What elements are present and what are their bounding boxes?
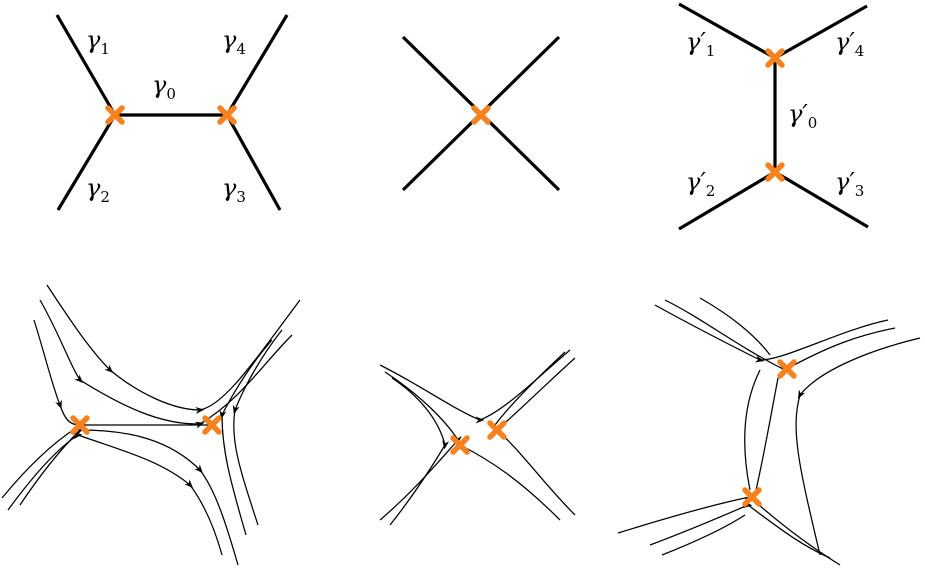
flow-line — [493, 357, 576, 516]
flow-line — [46, 284, 301, 414]
label-gamma1-prime: γ′1 — [686, 28, 715, 60]
branch-point-marker — [765, 162, 785, 182]
graph-right: γ′1 γ′4 γ′0 γ′2 γ′3 — [678, 2, 869, 231]
flow-line — [7, 432, 223, 556]
edge-gamma4 — [225, 14, 289, 116]
flow-right — [617, 297, 921, 566]
flow-line — [232, 329, 283, 526]
branch-point-marker — [765, 48, 785, 68]
flow-line — [754, 377, 779, 496]
branch-point-marker — [742, 487, 762, 507]
flow-line — [379, 371, 462, 521]
branch-point-marker — [202, 415, 222, 435]
branch-point-marker — [487, 420, 507, 440]
label-gamma2: γ2 — [86, 174, 110, 206]
branch-point-marker — [70, 415, 90, 435]
label-gamma1: γ1 — [86, 26, 110, 58]
flow-line — [661, 514, 746, 556]
label-gamma4-prime: γ′4 — [835, 28, 864, 60]
label-gamma2-prime: γ′2 — [686, 168, 715, 200]
flow-left — [1, 284, 301, 566]
label-gamma3: γ3 — [222, 174, 246, 206]
flow-line — [459, 444, 561, 521]
edge-gamma1p — [678, 2, 776, 60]
flow-line — [33, 319, 81, 426]
edge-gamma3p — [774, 170, 869, 229]
branch-point-marker — [450, 435, 470, 455]
graph-left: γ1 γ4 γ0 γ2 γ3 — [55, 14, 289, 211]
flow-line — [494, 351, 566, 426]
label-gamma3-prime: γ′3 — [835, 168, 864, 200]
flow-line — [1, 427, 77, 499]
branch-point-marker — [471, 105, 491, 125]
flow-line — [649, 501, 831, 559]
flow-line — [795, 337, 921, 556]
edge-gamma4p — [774, 4, 868, 60]
graph-middle — [401, 35, 561, 192]
branch-point-marker — [105, 105, 125, 125]
edge-gamma2 — [56, 114, 117, 211]
branch-point-marker — [217, 105, 237, 125]
flow-line — [19, 428, 239, 566]
edge-gamma3 — [225, 114, 282, 211]
flow-line — [389, 377, 450, 526]
edge-gamma1 — [55, 14, 117, 116]
branch-point-marker — [777, 359, 797, 379]
flow-line — [379, 349, 571, 424]
flow-line — [654, 304, 889, 363]
flow-line — [39, 299, 293, 429]
flow-line — [219, 339, 273, 536]
label-gamma0: γ0 — [152, 71, 176, 103]
label-gamma0-prime: γ′0 — [788, 100, 817, 132]
label-gamma4: γ4 — [222, 26, 246, 58]
flow-middle — [379, 349, 576, 526]
flow-line — [617, 492, 841, 566]
flow-line — [744, 369, 761, 491]
flow-line — [699, 297, 771, 356]
edge-gamma2p — [678, 170, 776, 231]
